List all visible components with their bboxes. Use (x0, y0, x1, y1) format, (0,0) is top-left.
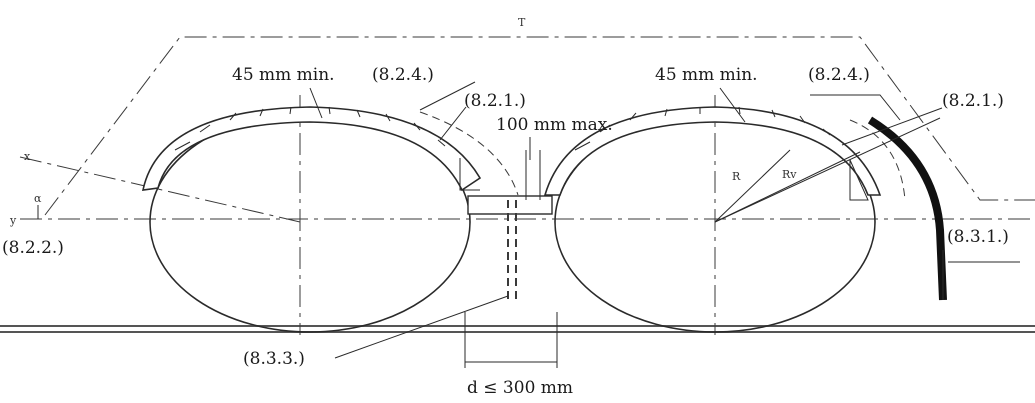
label-Rv: Rv (782, 168, 797, 181)
leader-821-left (439, 106, 467, 141)
label-45-min-right: 45 mm min. (655, 65, 758, 85)
radius-R-line (714, 149, 791, 223)
label-821-right: (8.2.1.) (942, 91, 1004, 111)
radius-Rv-line (714, 117, 941, 223)
rear-mudflap (867, 116, 947, 301)
reference-line-x (19, 156, 301, 223)
label-821-left: (8.2.1.) (464, 91, 526, 111)
right-mudguard (543, 106, 882, 201)
center-splash-guard (467, 150, 553, 300)
leader-45-right (719, 87, 746, 123)
label-d-300: d ≤ 300 mm (467, 378, 573, 398)
label-824-left: (8.2.4.) (372, 65, 434, 85)
leader-824-left (419, 81, 476, 111)
leader-833 (334, 295, 509, 359)
label-833: (8.3.3.) (243, 349, 305, 369)
label-822: (8.2.2.) (2, 238, 64, 258)
label-824-right: (8.2.4.) (808, 65, 870, 85)
ground-line (0, 325, 1035, 333)
label-T: T (518, 16, 526, 29)
radius-Rv-line-2 (714, 151, 861, 223)
label-R: R (732, 170, 741, 183)
label-alpha: α (34, 192, 42, 205)
label-y: y (9, 214, 17, 227)
d-dimension (464, 312, 558, 368)
label-100-max: 100 mm max. (496, 115, 613, 135)
body-outline-T (44, 36, 1035, 216)
label-831: (8.3.1.) (947, 227, 1009, 247)
label-x: x (24, 150, 31, 163)
leader-821-right (841, 107, 943, 146)
left-mudguard (141, 106, 482, 192)
leader-45-left (309, 87, 323, 119)
leader-824-right (810, 94, 901, 121)
label-45-min-left: 45 mm min. (232, 65, 335, 85)
left-guard-outer-dash (419, 111, 519, 196)
